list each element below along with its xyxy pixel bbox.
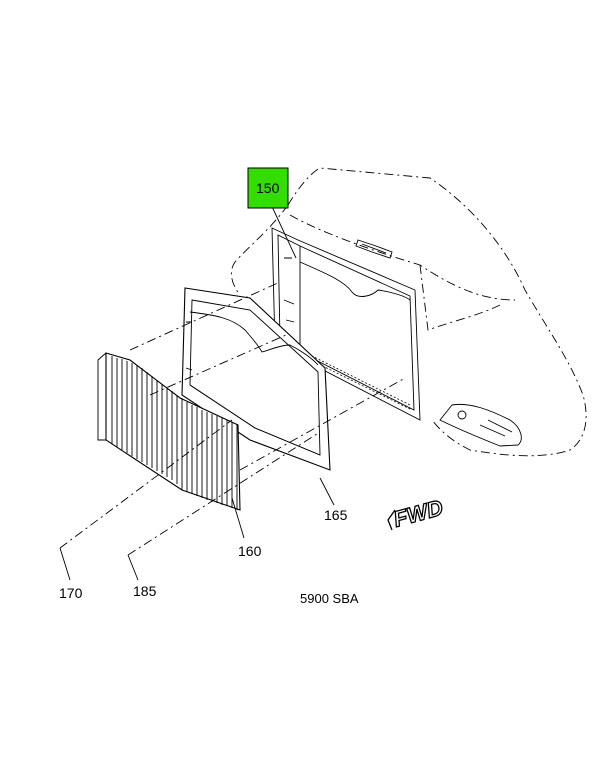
callout-150[interactable]: 150: [256, 180, 280, 196]
hood-latch: [355, 239, 393, 259]
drawing-id: 5900 SBA: [300, 591, 359, 606]
callout-160[interactable]: 160: [238, 543, 262, 559]
callout-150-highlight: [247, 167, 289, 209]
grille-insert-160: [97, 352, 241, 511]
callout-165[interactable]: 165: [324, 507, 348, 523]
callout-185[interactable]: 185: [133, 583, 157, 599]
forward-label: FWD: [391, 495, 446, 532]
forward-direction-indicator: FWD: [387, 494, 446, 532]
forward-arrow-icon: [387, 509, 396, 531]
headlamp-bracket: [439, 403, 522, 447]
callout-170[interactable]: 170: [59, 585, 83, 601]
grille-frame-165: [181, 287, 331, 471]
assembly-lines: [59, 281, 406, 556]
